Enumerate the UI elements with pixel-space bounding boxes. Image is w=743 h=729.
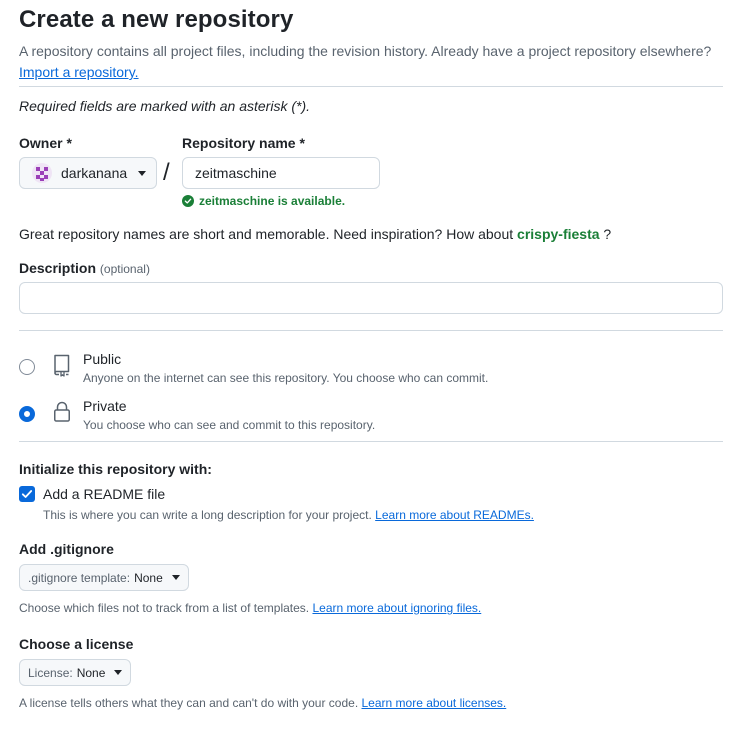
- gitignore-desc-row: Choose which files not to track from a l…: [19, 601, 481, 615]
- import-repository-link[interactable]: Import a repository.: [19, 64, 139, 80]
- gitignore-select-prefix: .gitignore template:: [28, 570, 131, 585]
- gitignore-template-select[interactable]: .gitignore template: None: [19, 564, 189, 591]
- required-note: Required fields are marked with an aster…: [19, 98, 311, 114]
- license-desc-row: A license tells others what they can and…: [19, 696, 506, 710]
- visibility-option-private[interactable]: Private You choose who can see and commi…: [19, 397, 375, 432]
- chevron-down-icon: [114, 670, 123, 675]
- readme-desc-row: This is where you can write a long descr…: [43, 508, 534, 522]
- readme-checkbox[interactable]: [19, 486, 35, 502]
- repo-name-input[interactable]: zeitmaschine: [182, 157, 380, 189]
- new-repo-form: Create a new repository A repository con…: [0, 0, 743, 710]
- readme-option[interactable]: Add a README file This is where you can …: [19, 486, 534, 522]
- private-radio[interactable]: [19, 406, 35, 422]
- license-heading: Choose a license: [19, 636, 134, 652]
- visibility-option-public[interactable]: Public Anyone on the internet can see th…: [19, 350, 488, 385]
- suggestion-suffix: ?: [603, 226, 612, 242]
- learn-more-readmes-link[interactable]: Learn more about READMEs.: [375, 508, 534, 522]
- learn-more-ignoring-files-link[interactable]: Learn more about ignoring files.: [312, 601, 482, 615]
- description-input[interactable]: [19, 282, 723, 314]
- public-title: Public: [83, 351, 122, 367]
- subtitle-text: A repository contains all project files,…: [19, 43, 712, 59]
- init-heading: Initialize this repository with:: [19, 461, 212, 477]
- gitignore-heading: Add .gitignore: [19, 541, 114, 557]
- divider: [19, 86, 723, 87]
- divider: [19, 441, 723, 442]
- license-select-value: None: [76, 665, 106, 680]
- public-radio[interactable]: [19, 359, 35, 375]
- owner-repo-separator: /: [163, 159, 170, 186]
- chevron-down-icon: [138, 170, 146, 176]
- license-desc: A license tells others what they can and…: [19, 696, 359, 710]
- readme-label: Add a README file: [43, 486, 166, 502]
- public-option-text: Public Anyone on the internet can see th…: [83, 350, 488, 385]
- page-subtitle: A repository contains all project files,…: [19, 41, 711, 83]
- readme-option-text: Add a README file This is where you can …: [43, 486, 534, 522]
- lock-icon: [54, 401, 70, 422]
- license-select[interactable]: License: None: [19, 659, 132, 686]
- suggested-name-link[interactable]: crispy-fiesta: [517, 226, 600, 242]
- repo-name-label: Repository name *: [182, 135, 305, 151]
- page-title: Create a new repository: [19, 6, 294, 33]
- owner-value: darkanana: [61, 165, 128, 181]
- name-suggestion: Great repository names are short and mem…: [19, 226, 611, 242]
- suggestion-text: Great repository names are short and mem…: [19, 226, 514, 242]
- repo-name-status: zeitmaschine is available.: [182, 194, 345, 208]
- description-label-row: Description (optional): [19, 260, 150, 276]
- check-circle-icon: [182, 195, 194, 207]
- public-desc: Anyone on the internet can see this repo…: [83, 371, 489, 385]
- owner-label: Owner *: [19, 135, 72, 151]
- license-select-prefix: License:: [28, 665, 73, 680]
- repo-name-value: zeitmaschine: [195, 165, 277, 181]
- private-title: Private: [83, 398, 127, 414]
- owner-avatar: [32, 163, 52, 183]
- description-label: Description: [19, 260, 97, 276]
- chevron-down-icon: [171, 575, 180, 580]
- readme-desc: This is where you can write a long descr…: [43, 508, 372, 522]
- repo-icon: [54, 354, 70, 377]
- learn-more-licenses-link[interactable]: Learn more about licenses.: [361, 696, 507, 710]
- gitignore-desc: Choose which files not to track from a l…: [19, 601, 310, 615]
- description-optional: (optional): [99, 262, 150, 276]
- owner-select-button[interactable]: darkanana: [19, 157, 157, 189]
- divider: [19, 330, 723, 331]
- private-desc: You choose who can see and commit to thi…: [83, 418, 376, 432]
- repo-name-status-text: zeitmaschine is available.: [199, 194, 346, 208]
- private-option-text: Private You choose who can see and commi…: [83, 397, 375, 432]
- gitignore-select-value: None: [134, 570, 163, 585]
